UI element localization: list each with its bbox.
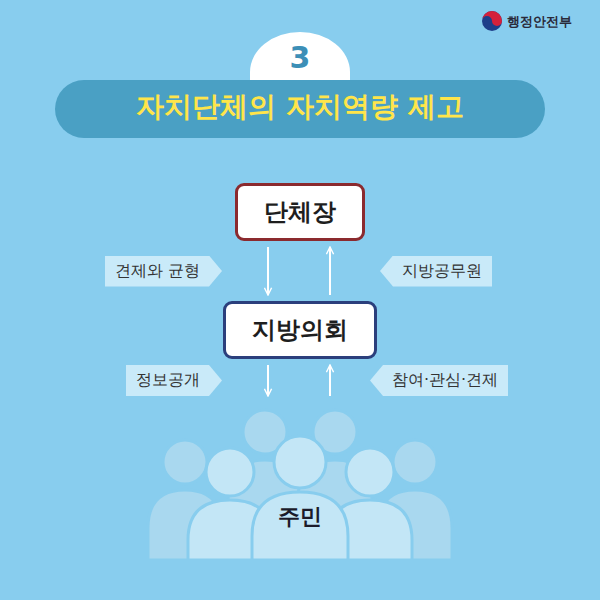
edge-label-tag: 참여·관심·견제 <box>370 365 508 396</box>
connector-arrow <box>329 365 331 396</box>
edge-label-tag: 지방공무원 <box>380 256 492 287</box>
node-text: 지방의회 <box>252 314 348 346</box>
title-text: 자치단체의 자치역량 제고 <box>60 88 540 126</box>
residents-group: 주민 <box>150 402 450 560</box>
number-tab <box>250 32 350 84</box>
title-pill <box>55 80 545 138</box>
edge-label-tag: 견제와 균형 <box>105 256 222 287</box>
crowd-illustration <box>148 410 452 560</box>
node-text: 단체장 <box>264 196 336 228</box>
edge-label-tag: 정보공개 <box>126 365 222 396</box>
node-text: 주민 <box>150 502 450 532</box>
connector-arrow <box>267 365 269 396</box>
logo-text: 행정안전부 <box>507 13 572 31</box>
callout-number: 3 <box>270 40 330 75</box>
council-box: 지방의회 <box>223 301 377 359</box>
connector-arrow <box>329 247 331 295</box>
connector-arrow <box>267 247 269 295</box>
logo-emblem <box>482 11 502 31</box>
head-box: 단체장 <box>235 183 365 241</box>
